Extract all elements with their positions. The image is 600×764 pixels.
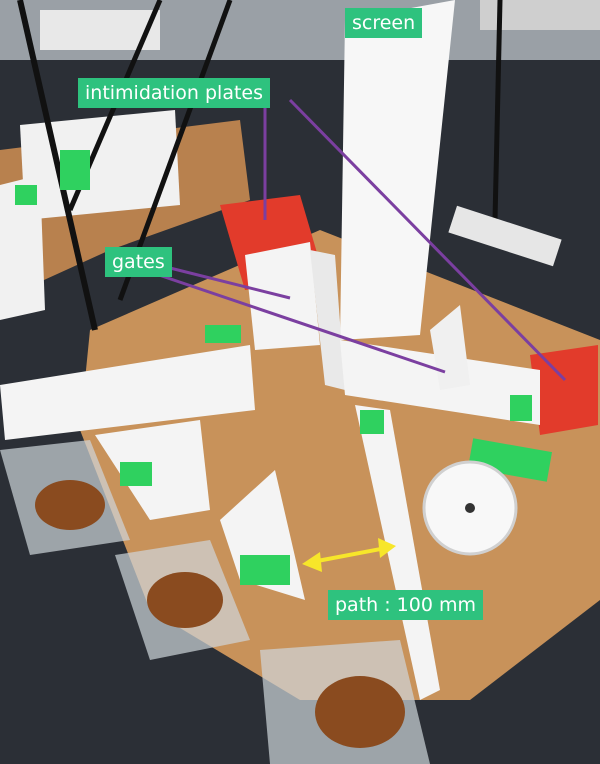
tape bbox=[60, 150, 90, 190]
tripod-leg bbox=[17, 0, 98, 331]
soil-sample bbox=[315, 676, 405, 748]
path-label: path : 100 mm bbox=[328, 590, 483, 620]
power-strip bbox=[448, 205, 562, 267]
path-width-arrow bbox=[311, 546, 387, 564]
screen-panel bbox=[340, 0, 455, 340]
soil-sample bbox=[35, 480, 105, 530]
left-maze-wall bbox=[0, 175, 45, 320]
tape bbox=[120, 462, 152, 486]
maze-wall bbox=[310, 250, 345, 390]
arrow-head bbox=[378, 538, 396, 558]
intimidation-plates-label: intimidation plates bbox=[78, 78, 270, 108]
intimidation-plate bbox=[530, 345, 598, 435]
maze-wall bbox=[0, 345, 255, 440]
tape bbox=[240, 555, 290, 585]
leader-line bbox=[288, 98, 567, 382]
tape bbox=[15, 185, 37, 205]
soil-sample bbox=[147, 572, 223, 628]
tape bbox=[205, 325, 241, 343]
left-maze-wall bbox=[20, 110, 180, 220]
maze-wall bbox=[355, 405, 440, 700]
screen-label: screen bbox=[345, 8, 423, 38]
maze-wall bbox=[95, 420, 210, 520]
tape bbox=[360, 410, 384, 434]
leader-line bbox=[149, 270, 446, 374]
timer-hub bbox=[465, 503, 475, 513]
gates-label: gates bbox=[105, 247, 172, 277]
tape bbox=[510, 395, 532, 421]
leader-line bbox=[169, 266, 291, 300]
tripod-leg bbox=[492, 0, 503, 221]
arrow-head bbox=[302, 552, 322, 572]
